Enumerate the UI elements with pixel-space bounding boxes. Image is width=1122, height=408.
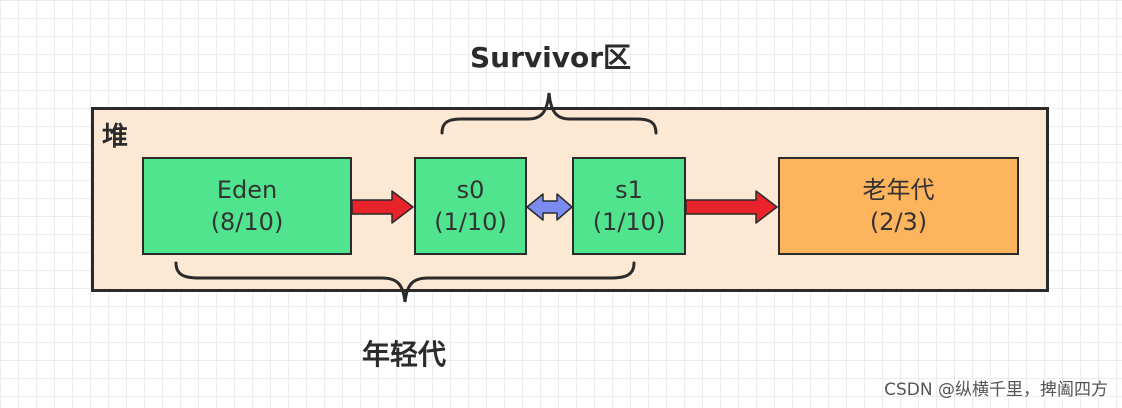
survivor-brace — [440, 92, 658, 135]
eden-ratio: (8/10) — [210, 208, 284, 236]
s1-name: s1 — [615, 176, 643, 204]
old-generation-region: 老年代 (2/3) — [778, 157, 1019, 255]
eden-region: Eden (8/10) — [142, 157, 352, 255]
young-generation-title: 年轻代 — [362, 338, 447, 371]
s1-ratio: (1/10) — [592, 208, 666, 236]
survivor-s0-region: s0 (1/10) — [414, 157, 527, 255]
old-ratio: (2/3) — [869, 208, 928, 236]
heap-label: 堆 — [102, 122, 129, 152]
csdn-watermark: CSDN @纵横千里，捭阖四方 — [884, 380, 1108, 400]
s0-ratio: (1/10) — [434, 208, 507, 236]
s1-to-old-arrow — [685, 190, 778, 224]
survivor-s1-region: s1 (1/10) — [572, 157, 686, 255]
eden-name: Eden — [216, 176, 278, 204]
survivor-title: Survivor区 — [470, 41, 632, 74]
s0-name: s0 — [456, 176, 485, 204]
young-generation-brace — [174, 261, 636, 303]
old-name: 老年代 — [862, 176, 935, 204]
eden-to-s0-arrow — [351, 190, 414, 224]
s0-s1-swap-arrow — [526, 193, 573, 221]
